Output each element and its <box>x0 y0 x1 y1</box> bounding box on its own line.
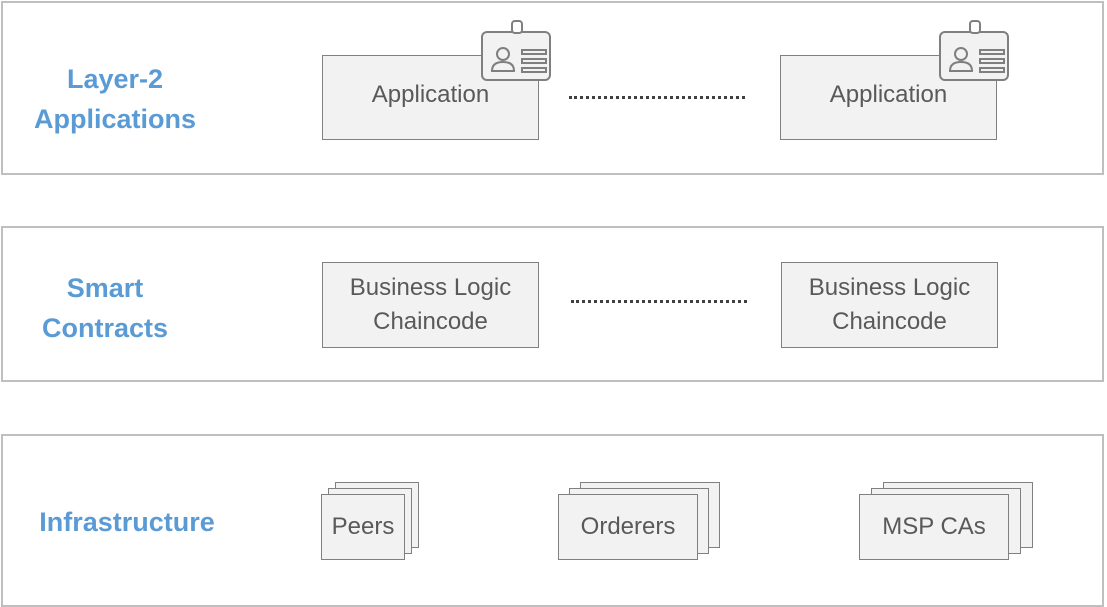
chaincode-label: Business Logic Chaincode <box>349 274 512 335</box>
layer-applications: Layer-2 Applications Application Applica… <box>1 1 1104 175</box>
orderers-box: Orderers <box>558 494 698 560</box>
msp-cas-box: MSP CAs <box>859 494 1009 560</box>
layer-title-infrastructure: Infrastructure <box>39 507 215 537</box>
id-badge-icon <box>481 20 551 81</box>
msp-cas-stack: MSP CAs <box>859 482 1034 562</box>
chaincode-box: Business Logic Chaincode <box>781 262 998 348</box>
layer-title-applications: Layer-2 Applications <box>33 64 196 134</box>
ellipsis-dotted-line <box>569 96 745 99</box>
application-box: Application <box>780 55 997 140</box>
id-badge-icon <box>939 20 1009 81</box>
orderers-label: Orderers <box>580 513 676 540</box>
ellipsis-dotted-line <box>571 300 747 303</box>
peers-label: Peers <box>331 513 395 540</box>
msp-cas-label: MSP CAs <box>882 513 986 540</box>
chaincode-box: Business Logic Chaincode <box>322 262 539 348</box>
layer-title-smart-contracts: Smart Contracts <box>41 273 169 343</box>
orderers-stack: Orderers <box>558 482 722 562</box>
peers-box: Peers <box>321 494 405 560</box>
application-label: Application <box>829 80 948 108</box>
peers-stack: Peers <box>321 482 419 562</box>
chaincode-label: Business Logic Chaincode <box>808 274 971 335</box>
layer-smart-contracts: Smart Contracts Business Logic Chaincode… <box>1 226 1104 382</box>
layer-infrastructure: Infrastructure Peers Orderers MSP CAs <box>1 434 1104 607</box>
application-label: Application <box>371 80 490 108</box>
